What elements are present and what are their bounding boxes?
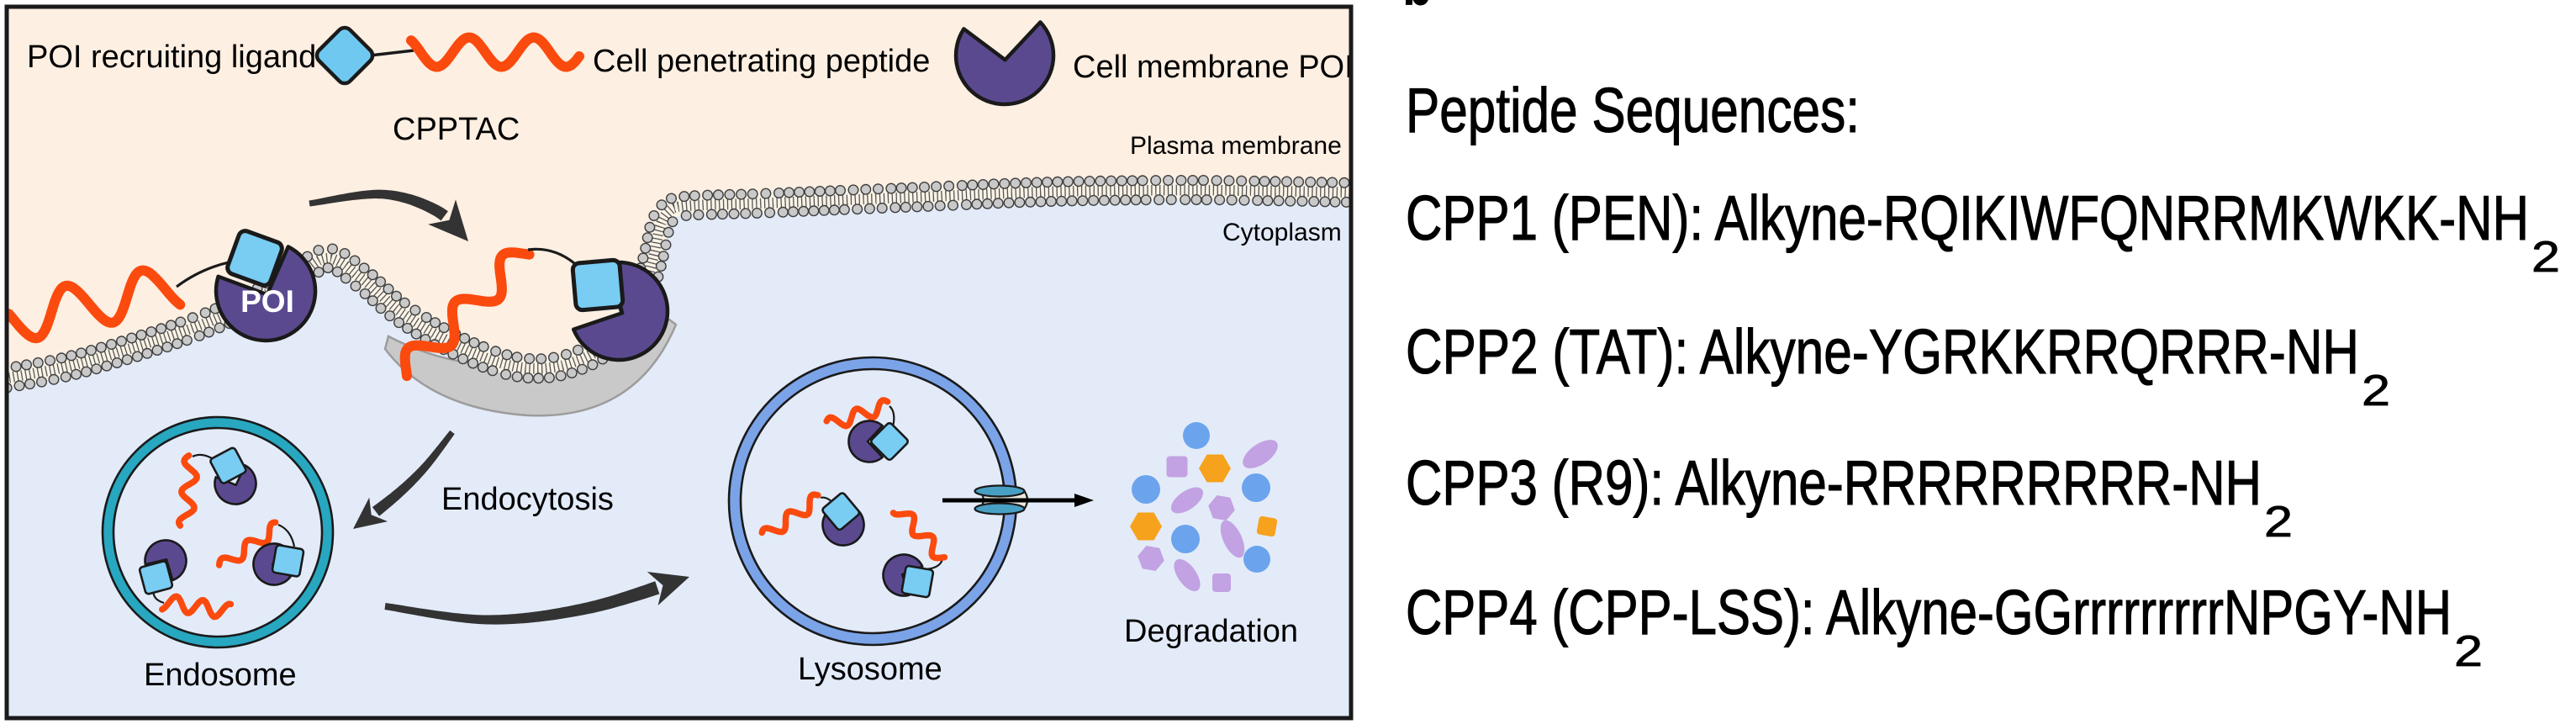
svg-text:CPPTAC: CPPTAC — [393, 112, 520, 147]
svg-text:2: 2 — [2362, 367, 2390, 415]
svg-text:2: 2 — [2264, 498, 2293, 547]
svg-text:Cell penetrating peptide: Cell penetrating peptide — [593, 44, 930, 79]
svg-text:b: b — [1402, 0, 1433, 19]
svg-text:POI: POI — [240, 284, 294, 319]
svg-text:Endocytosis: Endocytosis — [441, 482, 614, 517]
svg-text:CPP4 (CPP-LSS): Alkyne-GGrrrrr: CPP4 (CPP-LSS): Alkyne-GGrrrrrrrrrNPGY-N… — [1406, 577, 2452, 647]
svg-text:CPP3 (R9): Alkyne-RRRRRRRRR-NH: CPP3 (R9): Alkyne-RRRRRRRRR-NH — [1406, 447, 2262, 518]
svg-text:POI recruiting ligand: POI recruiting ligand — [27, 40, 316, 75]
svg-text:Peptide Sequences:: Peptide Sequences: — [1406, 75, 1860, 145]
svg-text:2: 2 — [2454, 627, 2483, 676]
svg-text:Degradation: Degradation — [1124, 614, 1298, 649]
svg-text:Cytoplasm: Cytoplasm — [1222, 219, 1342, 246]
svg-text:CPP1 (PEN): Alkyne-RQIKIWFQNRR: CPP1 (PEN): Alkyne-RQIKIWFQNRRMKWKK-NH — [1406, 182, 2529, 253]
svg-text:CPP2 (TAT): Alkyne-YGRKKRRQRRR: CPP2 (TAT): Alkyne-YGRKKRRQRRR-NH — [1406, 316, 2359, 387]
svg-text:2: 2 — [2531, 233, 2560, 282]
svg-text:Endosome: Endosome — [144, 658, 297, 693]
svg-text:Cell membrane POI: Cell membrane POI — [1073, 50, 1354, 85]
svg-text:Lysosome: Lysosome — [798, 652, 942, 687]
svg-text:Plasma membrane: Plasma membrane — [1130, 132, 1342, 160]
